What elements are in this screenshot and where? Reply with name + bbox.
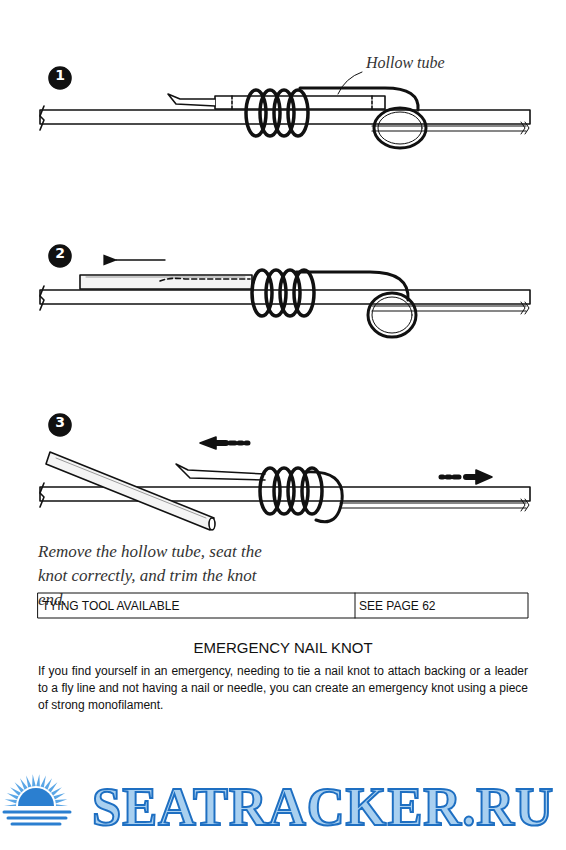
callout-circle (49, 67, 71, 89)
step-two-drawing (40, 260, 530, 337)
part-label: Hollow tube (366, 54, 445, 72)
sun-ray (55, 799, 67, 803)
table-cell: SEE PAGE 62 (359, 594, 435, 618)
callout-number: 2 (49, 245, 71, 267)
callout-number: 3 (49, 414, 71, 436)
section-heading: EMERGENCY NAIL KNOT (38, 639, 528, 656)
callout-circle (49, 245, 71, 267)
callout-number: 1 (49, 67, 71, 89)
sun-ray (20, 778, 28, 789)
sun-ray (32, 774, 36, 786)
sun-ray (40, 776, 45, 788)
sun-ray (26, 776, 31, 788)
sun-ray (5, 799, 17, 803)
callout-circle (49, 414, 71, 436)
sun-ray (53, 793, 65, 800)
step-three-drawing (40, 437, 530, 530)
info-table (38, 593, 528, 618)
watermark: SEATRACKER.RU (92, 776, 554, 838)
sun-logo (0, 774, 80, 836)
body-paragraph: If you find yourself in an emergency, ne… (38, 663, 528, 714)
sun-ray (36, 774, 40, 786)
sun-ray (7, 793, 19, 800)
table-cell: TYING TOOL AVAILABLE (42, 594, 179, 618)
step-one-drawing (40, 72, 530, 148)
